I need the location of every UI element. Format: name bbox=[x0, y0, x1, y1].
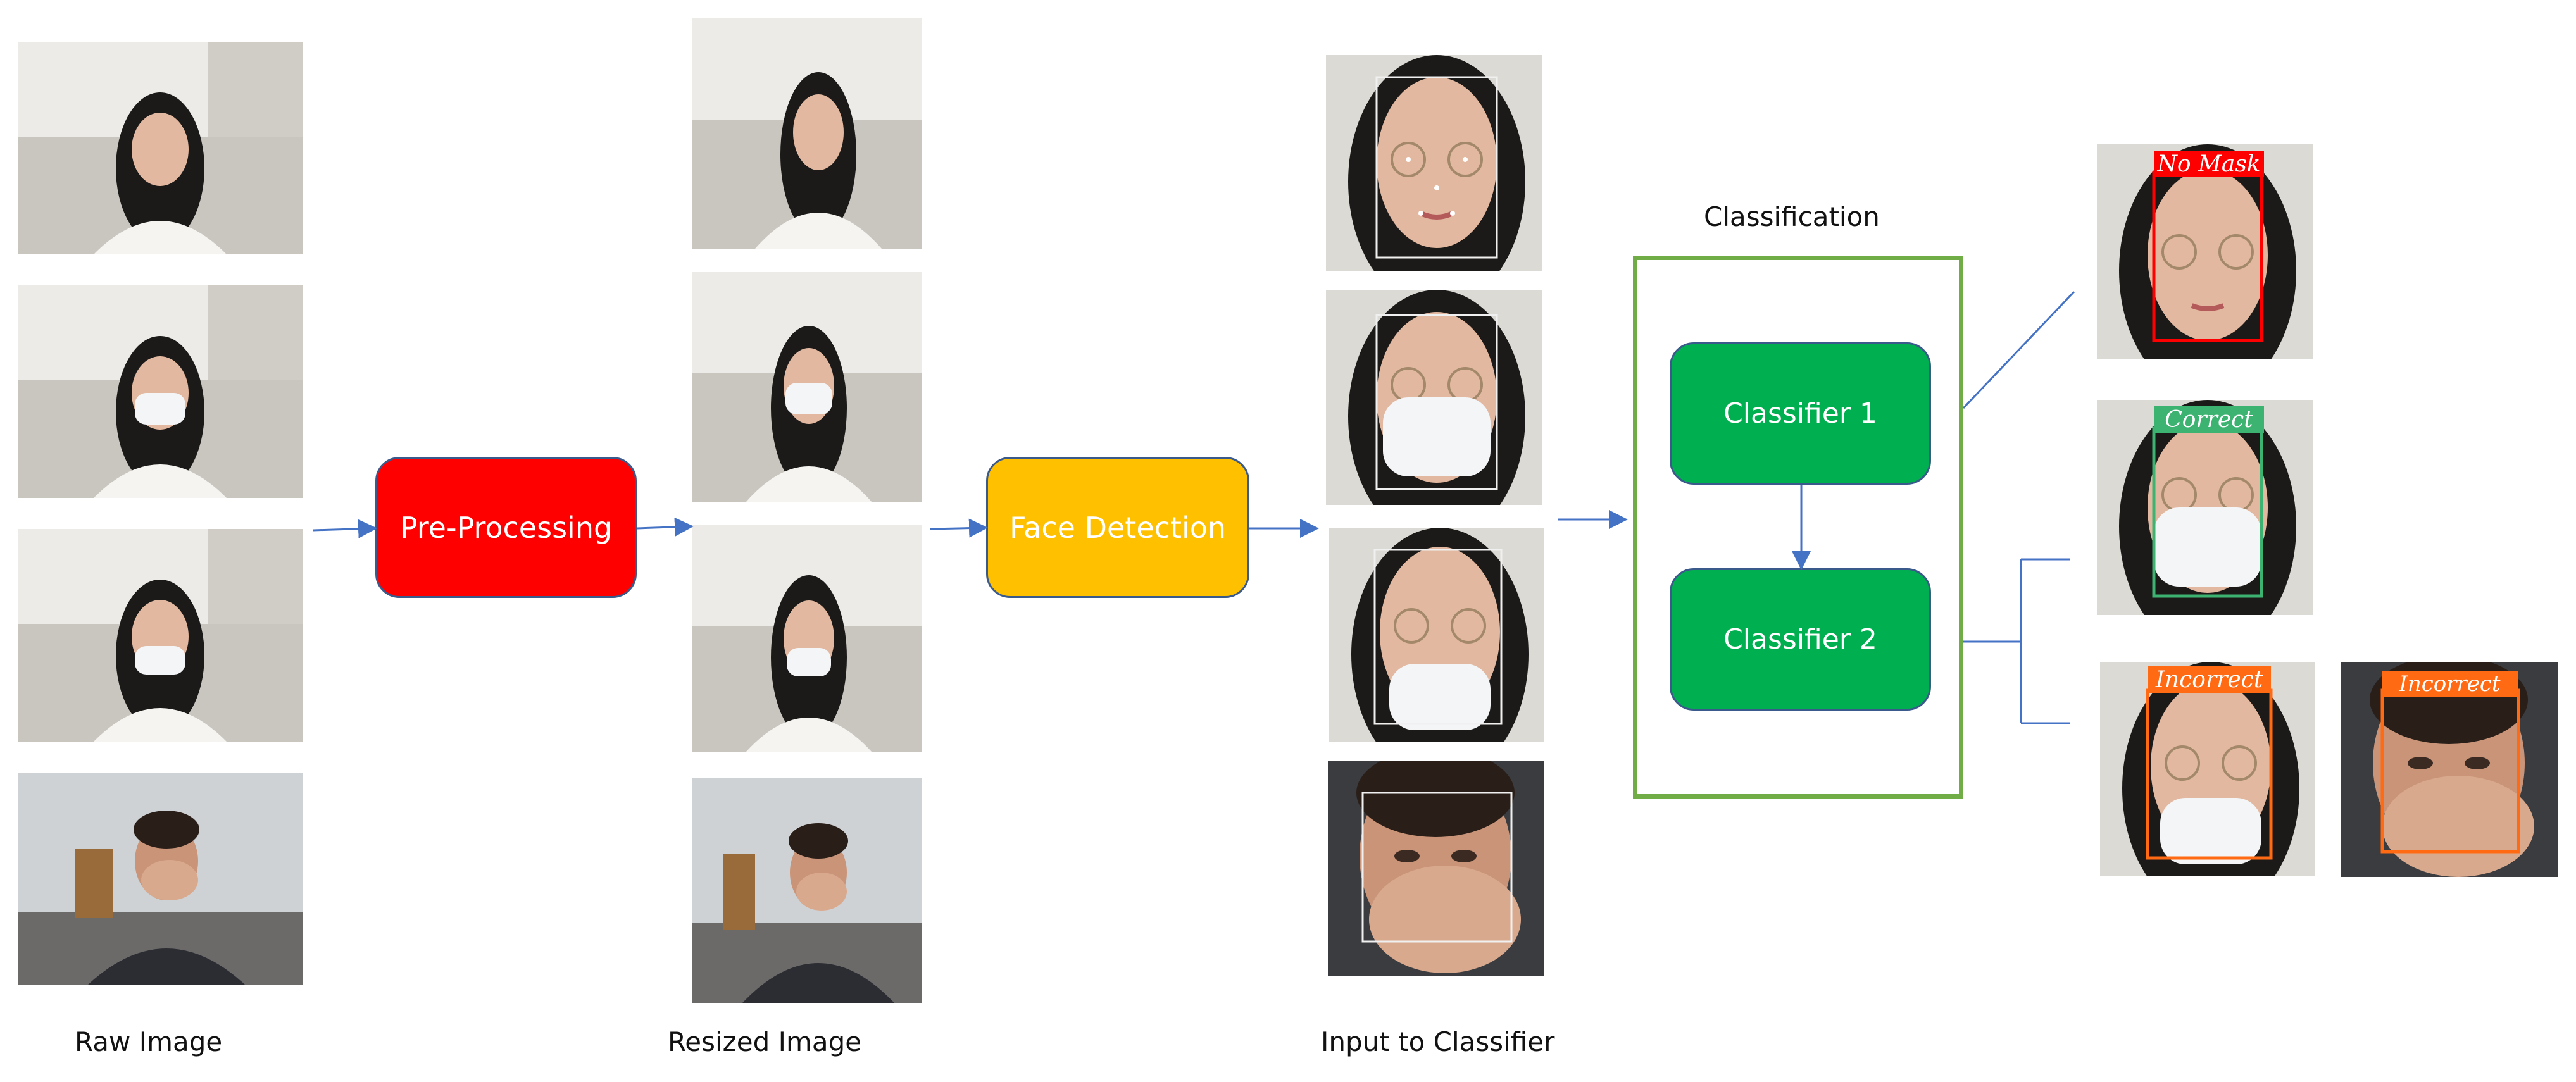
input-face-hand-cover bbox=[1328, 761, 1544, 976]
resized-photo-3 bbox=[692, 525, 922, 752]
classifier-1-box: Classifier 1 bbox=[1670, 342, 1931, 485]
input-face-correct-mask bbox=[1326, 290, 1542, 505]
result-photo-3 bbox=[2100, 662, 2315, 876]
raw-image-correct-mask bbox=[18, 285, 303, 498]
face-detection-box: Face Detection bbox=[986, 457, 1249, 598]
input-photo-2 bbox=[1326, 290, 1542, 505]
input-photo-3 bbox=[1329, 528, 1544, 742]
raw-image-hand-cover bbox=[18, 773, 303, 985]
result-no-mask bbox=[2097, 144, 2313, 359]
caption-raw-image: Raw Image bbox=[75, 1026, 223, 1057]
raw-photo-2 bbox=[18, 285, 303, 498]
resized-photo-4 bbox=[692, 778, 922, 1003]
resized-image-hand-cover bbox=[692, 778, 922, 1003]
result-incorrect-mask bbox=[2100, 662, 2315, 876]
arrow-resized-to-facedetect bbox=[930, 518, 988, 538]
resized-photo-2 bbox=[692, 272, 922, 502]
raw-photo-4 bbox=[18, 773, 303, 985]
result-photo-2 bbox=[2097, 400, 2313, 615]
resized-photo-1 bbox=[692, 18, 922, 249]
label-correct: Correct bbox=[2154, 406, 2264, 433]
classifier-2-label: Classifier 2 bbox=[1723, 623, 1877, 656]
resized-image-no-mask bbox=[692, 18, 922, 249]
resized-image-incorrect-mask bbox=[692, 525, 922, 752]
caption-resized-image: Resized Image bbox=[668, 1026, 862, 1057]
resized-image-correct-mask bbox=[692, 272, 922, 502]
input-photo-4 bbox=[1328, 761, 1544, 976]
input-face-incorrect-mask bbox=[1329, 528, 1544, 742]
raw-photo-1 bbox=[18, 42, 303, 254]
classification-frame bbox=[1633, 256, 1963, 799]
raw-photo-3 bbox=[18, 529, 303, 742]
preprocessing-box: Pre-Processing bbox=[375, 457, 637, 598]
input-photo-1 bbox=[1326, 55, 1542, 271]
label-no-mask: No Mask bbox=[2154, 151, 2264, 177]
classifier-1-label: Classifier 1 bbox=[1723, 397, 1877, 430]
preprocessing-label: Pre-Processing bbox=[399, 510, 613, 545]
caption-input-to-classifier: Input to Classifier bbox=[1321, 1026, 1555, 1057]
arrow-preprocess-to-resized bbox=[636, 517, 694, 537]
face-detection-label: Face Detection bbox=[1009, 510, 1227, 545]
result-photo-1 bbox=[2097, 144, 2313, 359]
label-incorrect-2: Incorrect bbox=[2382, 671, 2518, 697]
raw-image-incorrect-mask bbox=[18, 529, 303, 742]
arrow-raw-to-preprocess bbox=[313, 519, 377, 538]
classification-title: Classification bbox=[1704, 201, 1880, 232]
input-face-no-mask bbox=[1326, 55, 1542, 271]
line-classifier1-to-nomask bbox=[1962, 290, 2075, 409]
result-correct bbox=[2097, 400, 2313, 615]
raw-image-no-mask bbox=[18, 42, 303, 254]
label-incorrect-1: Incorrect bbox=[2148, 666, 2271, 693]
